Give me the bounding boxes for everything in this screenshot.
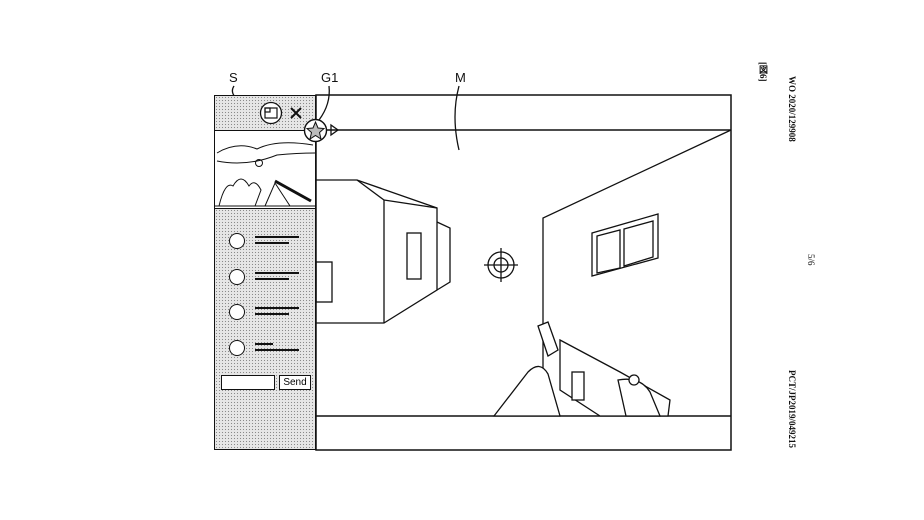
message-line (255, 343, 273, 345)
label-g1: G1 (321, 70, 339, 85)
figure-number: [図6] (758, 62, 768, 82)
chat-item[interactable] (229, 269, 309, 287)
side-panel-header (215, 96, 315, 131)
avatar (229, 269, 245, 285)
message-line (255, 307, 299, 309)
avatar (229, 340, 245, 356)
publication-number: WO 2020/129908 (787, 76, 797, 142)
crosshair-icon (484, 248, 518, 282)
label-s: S (229, 70, 238, 85)
player-weapon (492, 321, 671, 417)
message-line (255, 272, 299, 274)
message-line (255, 349, 299, 351)
building (315, 179, 451, 324)
right-wall (542, 129, 732, 416)
picture-in-picture-icon[interactable] (259, 101, 283, 125)
application-number: PCT/JP2019/049215 (787, 370, 797, 448)
star-icon[interactable] (303, 118, 328, 143)
message-line (255, 313, 289, 315)
message-line (255, 242, 289, 244)
leader-g1 (318, 85, 330, 121)
message-input[interactable] (221, 375, 275, 390)
message-line (255, 236, 299, 238)
chat-item[interactable] (229, 304, 309, 322)
avatar (229, 304, 245, 320)
message-line (255, 278, 289, 280)
chat-item[interactable] (229, 340, 309, 358)
chat-panel: Send (215, 209, 315, 449)
label-m: M (455, 70, 466, 85)
triangle-right-icon (330, 123, 340, 137)
window (591, 213, 659, 277)
page-number: 5/6 (806, 254, 816, 266)
side-panel: Send (214, 95, 316, 450)
close-icon[interactable] (289, 106, 303, 120)
game-thumbnail[interactable] (215, 131, 315, 209)
send-button[interactable]: Send (279, 375, 311, 390)
leader-m (454, 85, 460, 151)
avatar (229, 233, 245, 249)
chat-item[interactable] (229, 233, 309, 251)
